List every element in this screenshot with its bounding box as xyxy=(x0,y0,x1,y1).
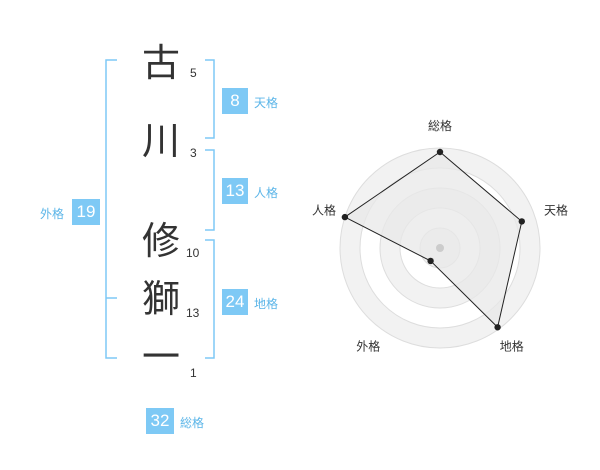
jinkaku-label: 人格 xyxy=(254,186,279,200)
radar-point-5 xyxy=(341,213,349,221)
name-char-1: 古 xyxy=(141,41,180,85)
soukaku-label: 総格 xyxy=(180,416,205,430)
right-brackets xyxy=(205,59,215,359)
gaikaku-bracket xyxy=(105,59,117,359)
stroke-count-1: 5 xyxy=(190,66,197,80)
name-char-3: 修 xyxy=(141,219,180,263)
tenkaku-bracket xyxy=(205,59,215,139)
stroke-count-5: 1 xyxy=(190,366,197,380)
radar-point-1 xyxy=(436,148,444,156)
radar-center-dot xyxy=(436,244,444,252)
stroke-count-3: 10 xyxy=(186,246,200,260)
radar-axis-label-2: 天格 xyxy=(544,202,568,217)
name-char-2: 川 xyxy=(141,119,180,163)
name-char-4: 獅 xyxy=(141,277,180,321)
radar-points xyxy=(341,148,525,331)
name-char-5: 一 xyxy=(141,335,180,379)
tenkaku-value-badge: 8 xyxy=(222,88,248,114)
radar-point-3 xyxy=(494,324,501,331)
radar-axis-label-3: 地格 xyxy=(500,339,524,354)
chikaku-value-badge: 24 xyxy=(222,289,248,315)
gaikaku-value-badge: 19 xyxy=(72,199,100,225)
tenkaku-label: 天格 xyxy=(254,96,279,110)
radar-axis-label-4: 外格 xyxy=(356,339,380,354)
radar-axis-label-5: 人格 xyxy=(312,202,336,217)
chikaku-label: 地格 xyxy=(254,297,279,311)
radar-axis-label-1: 総格 xyxy=(428,118,452,133)
soukaku-value-badge: 32 xyxy=(146,408,174,434)
stroke-count-4: 13 xyxy=(186,306,200,320)
jinkaku-value-badge: 13 xyxy=(222,178,248,204)
radar-data-polygon xyxy=(343,151,523,329)
left-brackets xyxy=(105,59,117,359)
radar-point-4 xyxy=(427,257,434,265)
jinkaku-bracket xyxy=(205,149,215,231)
stroke-count-2: 3 xyxy=(190,146,197,160)
chikaku-bracket xyxy=(205,239,215,359)
gaikaku-label: 外格 xyxy=(40,207,65,221)
radar-point-2 xyxy=(518,218,525,225)
